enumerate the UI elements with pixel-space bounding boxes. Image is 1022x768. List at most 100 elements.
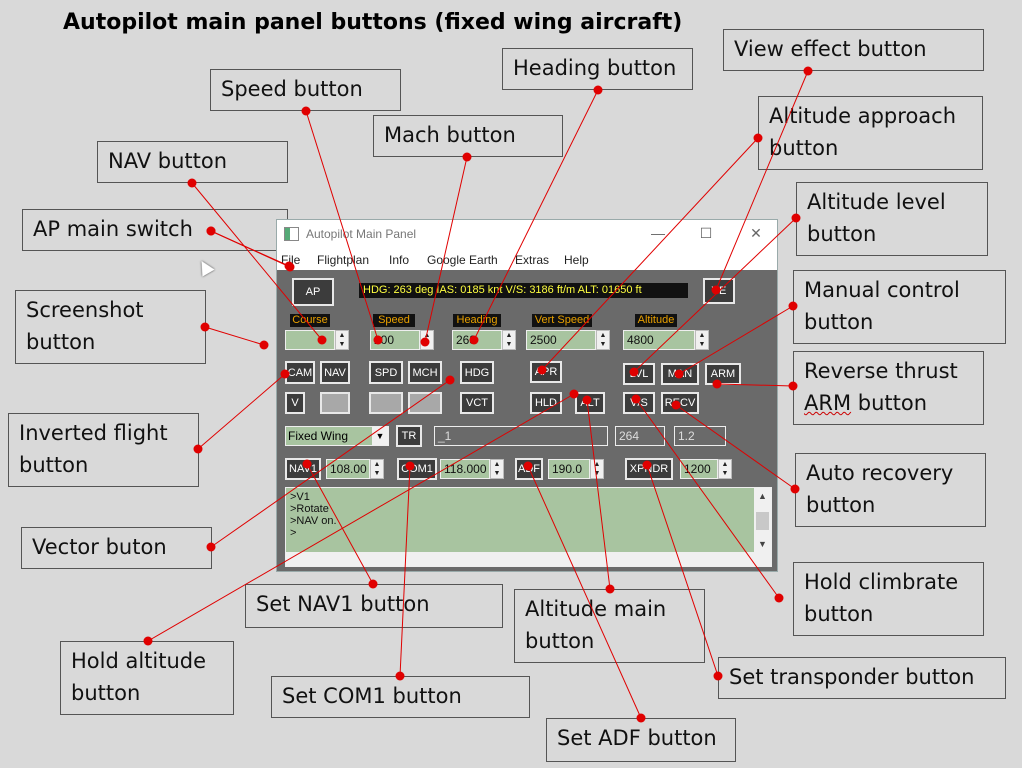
spin-up-icon[interactable]: ▲ xyxy=(338,332,346,339)
spin-up-icon[interactable]: ▲ xyxy=(493,461,501,468)
vert-speed-spinner[interactable]: ▲▼ xyxy=(596,330,610,350)
callout-text: AP main switch xyxy=(33,217,193,241)
hold-climbrate-button[interactable]: V/S xyxy=(623,392,655,414)
altitude-spinner[interactable]: ▲▼ xyxy=(695,330,709,350)
course-spinner[interactable]: ▲▼ xyxy=(335,330,349,350)
spin-up-icon[interactable]: ▲ xyxy=(599,332,607,339)
speed-spinner[interactable]: ▲▼ xyxy=(420,330,434,350)
log-horizontal-scrollbar[interactable] xyxy=(286,552,754,566)
scroll-thumb[interactable] xyxy=(756,512,769,530)
callout-set-adf: Set ADF button xyxy=(546,718,736,762)
tr-field[interactable]: _1 xyxy=(434,426,608,446)
speed-input[interactable]: 200 xyxy=(370,330,420,350)
log-scrollbar[interactable]: ▲ ▼ xyxy=(754,488,771,566)
spin-down-icon[interactable]: ▼ xyxy=(338,341,346,348)
menu-bar: File Flightplan Info Google Earth Extras… xyxy=(277,248,777,270)
adf-frequency-input[interactable]: 190.0 xyxy=(548,459,590,479)
callout-set-com1: Set COM1 button xyxy=(271,676,530,718)
spin-up-icon[interactable]: ▲ xyxy=(505,332,513,339)
callout-text: Set ADF button xyxy=(557,726,717,750)
transponder-spinner[interactable]: ▲▼ xyxy=(718,459,732,479)
scroll-down-icon[interactable]: ▼ xyxy=(758,539,767,549)
spin-down-icon[interactable]: ▼ xyxy=(593,470,601,477)
spin-up-icon[interactable]: ▲ xyxy=(698,332,706,339)
set-transponder-button[interactable]: XPNDR xyxy=(625,458,673,480)
screenshot-button[interactable]: CAM xyxy=(285,361,315,384)
course-input[interactable] xyxy=(285,330,335,350)
set-com1-button[interactable]: COM1 xyxy=(397,458,437,480)
heading-input[interactable]: 263 xyxy=(452,330,502,350)
blank-button[interactable] xyxy=(369,392,403,414)
vert-speed-input[interactable]: 2500 xyxy=(526,330,596,350)
maximize-icon[interactable]: ☐ xyxy=(699,225,713,241)
reverse-thrust-arm-button[interactable]: ARM xyxy=(705,363,741,385)
callout-view-effect: View effect button xyxy=(723,29,984,71)
callout-text: Altitude level xyxy=(807,190,946,214)
spin-up-icon[interactable]: ▲ xyxy=(593,461,601,468)
page-title: Autopilot main panel buttons (fixed wing… xyxy=(63,10,683,35)
altitude-level-button[interactable]: LVL xyxy=(623,363,655,385)
altitude-input[interactable]: 4800 xyxy=(623,330,695,350)
mach-button[interactable]: MCH xyxy=(408,361,442,384)
menu-info[interactable]: Info xyxy=(389,253,410,267)
message-log[interactable]: >V1 >Rotate >NAV on. > ▲ ▼ xyxy=(285,487,772,567)
callout-text: button xyxy=(804,310,874,334)
heading-spinner[interactable]: ▲▼ xyxy=(502,330,516,350)
hold-altitude-button[interactable]: HLD xyxy=(530,392,562,414)
ap-main-switch-button[interactable]: AP xyxy=(292,278,334,306)
heading-button[interactable]: HDG xyxy=(460,361,494,384)
callout-text: Altitude approach xyxy=(769,104,957,128)
factor-field[interactable]: 1.2 xyxy=(674,426,726,446)
spin-up-icon[interactable]: ▲ xyxy=(423,332,431,339)
com1-frequency-input[interactable]: 118.000 xyxy=(440,459,490,479)
callout-text: Vector buton xyxy=(32,535,167,559)
minimize-icon[interactable]: — xyxy=(651,225,665,241)
callout-text: Hold climbrate xyxy=(804,570,959,594)
nav-button[interactable]: NAV xyxy=(320,361,350,384)
spin-down-icon[interactable]: ▼ xyxy=(698,341,706,348)
menu-help[interactable]: Help xyxy=(564,253,589,267)
nav1-frequency-input[interactable]: 108.00 xyxy=(326,459,370,479)
spin-up-icon[interactable]: ▲ xyxy=(721,461,729,468)
inverted-flight-button[interactable]: V xyxy=(285,392,305,414)
callout-text: button xyxy=(804,602,874,626)
menu-google-earth[interactable]: Google Earth xyxy=(427,253,498,267)
set-adf-button[interactable]: ADF xyxy=(515,458,543,480)
nav1-spinner[interactable]: ▲▼ xyxy=(370,459,384,479)
menu-file[interactable]: File xyxy=(281,253,301,267)
spin-down-icon[interactable]: ▼ xyxy=(505,341,513,348)
course-label: Course xyxy=(290,314,330,327)
vector-button[interactable]: VCT xyxy=(460,392,494,414)
close-icon[interactable]: ✕ xyxy=(750,225,762,241)
manual-control-button[interactable]: MAN xyxy=(661,363,699,385)
spin-up-icon[interactable]: ▲ xyxy=(373,461,381,468)
spin-down-icon[interactable]: ▼ xyxy=(599,341,607,348)
view-effect-button[interactable]: VE xyxy=(703,278,735,304)
aircraft-type-select[interactable]: Fixed Wing▼ xyxy=(285,426,389,446)
altitude-approach-button[interactable]: APR xyxy=(530,361,562,383)
blank-button[interactable] xyxy=(408,392,442,414)
adf-spinner[interactable]: ▲▼ xyxy=(590,459,604,479)
scroll-up-icon[interactable]: ▲ xyxy=(758,491,767,501)
com1-spinner[interactable]: ▲▼ xyxy=(490,459,504,479)
spin-down-icon[interactable]: ▼ xyxy=(493,470,501,477)
blank-button[interactable] xyxy=(320,392,350,414)
menu-extras[interactable]: Extras xyxy=(515,253,550,267)
callout-set-nav1: Set NAV1 button xyxy=(245,584,503,628)
callout-text: button xyxy=(769,136,839,160)
transponder-code-input[interactable]: 1200 xyxy=(680,459,718,479)
spin-down-icon[interactable]: ▼ xyxy=(423,341,431,348)
menu-flightplan[interactable]: Flightplan xyxy=(317,253,370,267)
spin-down-icon[interactable]: ▼ xyxy=(721,470,729,477)
altitude-main-button[interactable]: ALT xyxy=(575,392,605,414)
auto-recovery-button[interactable]: RECV xyxy=(661,392,699,414)
set-nav1-button[interactable]: NAV1 xyxy=(285,458,321,480)
speed-button[interactable]: SPD xyxy=(369,361,403,384)
tr-button[interactable]: TR xyxy=(396,425,422,447)
spin-down-icon[interactable]: ▼ xyxy=(373,470,381,477)
chevron-down-icon[interactable]: ▼ xyxy=(372,427,388,445)
callout-ap-main: AP main switch xyxy=(22,209,288,251)
